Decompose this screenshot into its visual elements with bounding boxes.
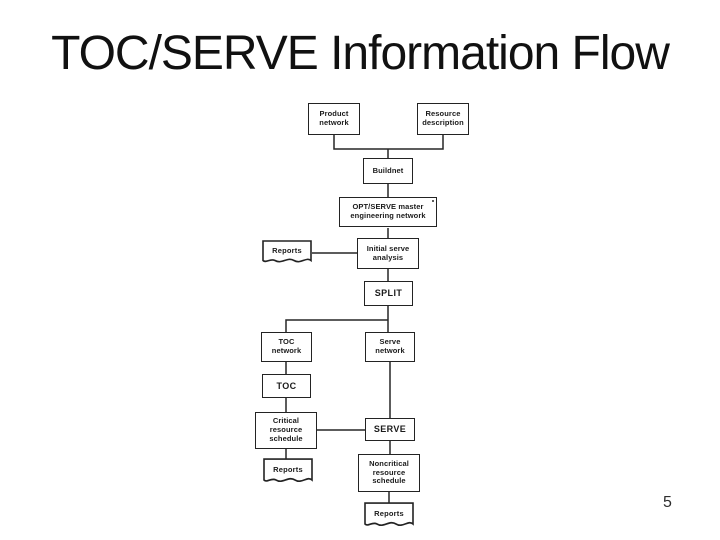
node-resource-description: Resource description: [417, 103, 469, 135]
node-critical-resource-schedule: Critical resource schedule: [255, 412, 317, 449]
node-reports-initial: Reports: [262, 240, 312, 268]
node-label: Reports: [374, 509, 404, 518]
document-shape-icon: [364, 502, 414, 527]
document-shape-icon: [263, 458, 313, 483]
scan-artifact-dot: [432, 200, 434, 202]
document-shape-icon: [262, 240, 312, 263]
node-label: Reports: [272, 246, 302, 255]
node-serve: SERVE: [365, 418, 415, 441]
node-label: Reports: [273, 465, 303, 474]
node-reports-noncritical: Reports: [364, 502, 414, 532]
page-number: 5: [663, 494, 672, 511]
node-noncritical-resource-schedule: Noncritical resource schedule: [358, 454, 420, 492]
node-toc-network: TOC network: [261, 332, 312, 362]
node-opt-serve-master: OPT/SERVE master engineering network: [339, 197, 437, 227]
node-initial-serve-analysis: Initial serve analysis: [357, 238, 419, 269]
node-buildnet: Buildnet: [363, 158, 413, 184]
node-serve-network: Serve network: [365, 332, 415, 362]
node-reports-critical: Reports: [263, 458, 313, 488]
page-title: TOC/SERVE Information Flow: [51, 27, 670, 80]
node-product-network: Product network: [308, 103, 360, 135]
node-toc: TOC: [262, 374, 311, 398]
node-split: SPLIT: [364, 281, 413, 306]
